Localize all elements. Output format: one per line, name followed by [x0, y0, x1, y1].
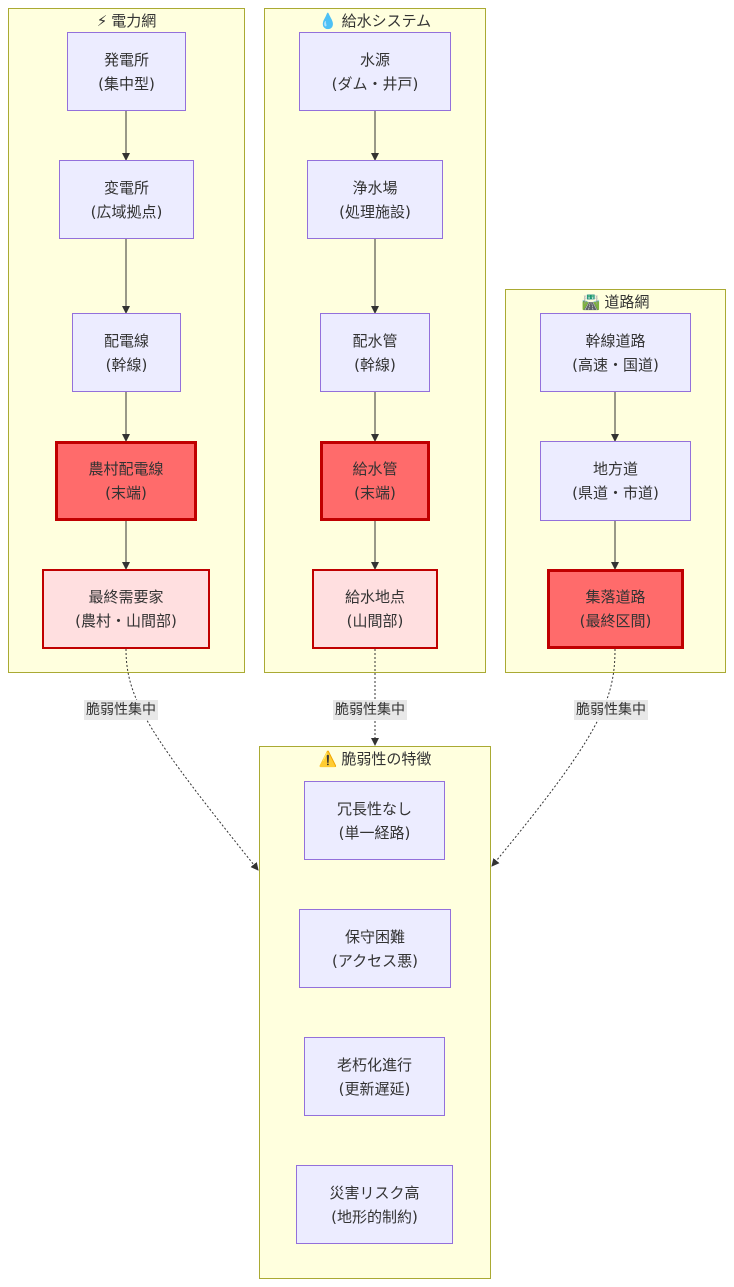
edge-label-water: 脆弱性集中	[333, 700, 407, 720]
edge-label-road: 脆弱性集中	[574, 700, 648, 720]
cluster-vulnerability-title: ⚠️脆弱性の特徴	[318, 750, 432, 768]
node-rural-distribution-line: 農村配電線(末端)	[55, 441, 197, 521]
cluster-water-system-title: 💧給水システム	[318, 12, 432, 30]
node-aging: 老朽化進行(更新遅延)	[304, 1037, 445, 1116]
node-purification-plant: 浄水場(処理施設)	[307, 160, 443, 239]
edge-label-power: 脆弱性集中	[84, 700, 158, 720]
cluster-power-grid-title: ⚡電力網	[96, 12, 157, 30]
node-service-pipe: 給水管(末端)	[320, 441, 430, 521]
node-substation: 変電所(広域拠点)	[59, 160, 194, 239]
node-distribution-line: 配電線(幹線)	[72, 313, 181, 392]
node-maintenance-difficulty: 保守困難(アクセス悪)	[299, 909, 451, 988]
node-end-consumer: 最終需要家(農村・山間部)	[42, 569, 210, 649]
road-icon: 🛣️	[581, 293, 601, 311]
water-drop-icon: 💧	[318, 12, 338, 30]
lightning-icon: ⚡	[96, 12, 108, 30]
warning-icon: ⚠️	[318, 750, 338, 768]
edge-road-to-vuln	[491, 648, 616, 867]
node-no-redundancy: 冗長性なし(単一経路)	[304, 781, 445, 860]
edge-power-to-vuln	[125, 648, 259, 871]
node-water-source: 水源(ダム・井戸)	[299, 32, 451, 111]
node-village-road: 集落道路(最終区間)	[547, 569, 684, 649]
node-local-road: 地方道(県道・市道)	[540, 441, 691, 521]
node-disaster-risk: 災害リスク高(地形的制約)	[296, 1165, 453, 1244]
cluster-road-network-title: 🛣️道路網	[581, 293, 650, 311]
node-trunk-road: 幹線道路(高速・国道)	[540, 313, 691, 392]
node-supply-point: 給水地点(山間部)	[312, 569, 438, 649]
node-power-plant: 発電所(集中型)	[67, 32, 186, 111]
node-distribution-pipe: 配水管(幹線)	[320, 313, 430, 392]
